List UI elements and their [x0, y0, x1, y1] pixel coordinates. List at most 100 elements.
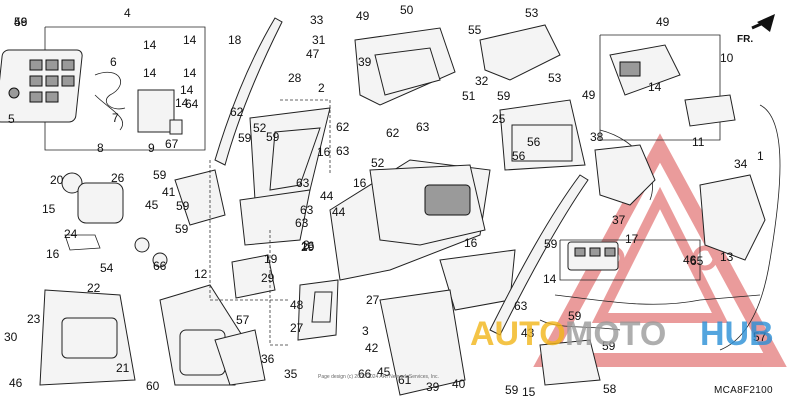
callout-66: 66 [358, 367, 372, 381]
callout-56: 56 [512, 149, 526, 163]
callout-18: 18 [228, 33, 242, 47]
cable [719, 104, 781, 351]
callout-63: 63 [416, 120, 430, 134]
callout-63: 63 [296, 176, 310, 190]
callout-4: 4 [124, 6, 131, 20]
callout-46: 46 [14, 15, 28, 29]
callout-56: 56 [527, 135, 541, 149]
callout-39: 39 [426, 380, 440, 394]
callout-5: 5 [8, 112, 15, 126]
callout-28: 28 [288, 71, 302, 85]
callout-35: 35 [284, 367, 298, 381]
callout-17: 17 [625, 232, 639, 246]
callout-29: 29 [261, 271, 275, 285]
callout-63: 63 [336, 144, 350, 158]
switch-panel [559, 239, 701, 281]
callout-60: 60 [146, 379, 160, 393]
watermark-moto: MOTO [565, 315, 666, 353]
callout-67: 67 [165, 137, 179, 151]
callout-62: 62 [230, 105, 244, 119]
callout-33: 33 [310, 13, 324, 27]
callout-20: 20 [50, 173, 64, 187]
callout-45: 45 [145, 198, 159, 212]
callout-54: 54 [100, 261, 114, 275]
front-direction-indicator: FR. [737, 14, 775, 45]
callout-9: 9 [148, 141, 155, 155]
callout-47: 47 [306, 47, 320, 61]
callout-25: 25 [492, 112, 506, 126]
right-fairing [489, 144, 766, 336]
callout-62: 62 [336, 120, 350, 134]
callout-46: 46 [9, 376, 23, 390]
callout-15: 15 [522, 385, 536, 399]
callout-59: 59 [266, 130, 280, 144]
callout-63: 63 [514, 299, 528, 313]
callout-14: 14 [180, 83, 194, 97]
instrument-panel-group [0, 26, 206, 151]
watermark-auto: AUTO [470, 315, 566, 353]
watermark-hub: HUB [700, 315, 774, 353]
callout-64: 64 [185, 97, 199, 111]
callout-3: 3 [303, 238, 310, 252]
direction-label: FR. [737, 34, 753, 45]
callout-16: 16 [46, 247, 60, 261]
callout-32: 32 [475, 74, 489, 88]
callout-24: 24 [64, 227, 78, 241]
callout-65: 65 [690, 254, 704, 268]
callout-14: 14 [175, 96, 189, 110]
callout-46: 46 [683, 253, 697, 267]
callout-3: 3 [362, 324, 369, 338]
copyright-notice: Page design (c) 2000-2024 ARI Network Se… [318, 374, 439, 380]
callout-44: 44 [332, 205, 346, 219]
callout-43: 43 [521, 326, 535, 340]
callout-61: 61 [398, 373, 412, 387]
callout-39: 39 [358, 55, 372, 69]
callout-40: 40 [452, 377, 466, 391]
callout-59: 59 [544, 237, 558, 251]
callout-16: 16 [317, 145, 331, 159]
callout-63: 63 [300, 203, 314, 217]
callout-37: 37 [612, 213, 626, 227]
callout-16: 16 [464, 236, 478, 250]
callout-22: 22 [87, 281, 101, 295]
callout-59: 59 [175, 222, 189, 236]
callout-6: 6 [110, 55, 117, 69]
callout-59: 59 [602, 339, 616, 353]
callout-45: 45 [377, 365, 391, 379]
callout-8: 8 [97, 141, 104, 155]
callout-14: 14 [143, 38, 157, 52]
callout-38: 38 [590, 130, 604, 144]
callout-14: 14 [183, 66, 197, 80]
callout-59: 59 [176, 199, 190, 213]
callout-58: 58 [603, 382, 617, 396]
callout-59: 59 [497, 89, 511, 103]
callout-55: 55 [468, 23, 482, 37]
callout-19: 19 [264, 252, 278, 266]
callout-66: 66 [153, 259, 167, 273]
center-cover-parts [239, 107, 516, 396]
callout-15: 15 [42, 202, 56, 216]
callout-12: 12 [194, 267, 208, 281]
side-rail-left [214, 17, 283, 166]
callout-57: 57 [753, 330, 767, 344]
callout-27: 27 [366, 293, 380, 307]
callout-16: 16 [301, 239, 315, 253]
callout-59: 59 [153, 168, 167, 182]
callout-16: 16 [353, 176, 367, 190]
callout-23: 23 [27, 312, 41, 326]
callout-57: 57 [236, 313, 250, 327]
callout-14: 14 [543, 272, 557, 286]
callout-21: 21 [116, 361, 130, 375]
callout-49: 49 [656, 15, 670, 29]
callout-1: 1 [757, 149, 764, 163]
callout-29: 29 [301, 240, 315, 254]
callout-59: 59 [238, 131, 252, 145]
callout-51: 51 [462, 89, 476, 103]
callout-63: 63 [295, 216, 309, 230]
callout-52: 52 [371, 156, 385, 170]
callout-14: 14 [143, 66, 157, 80]
callout-53: 53 [525, 6, 539, 20]
lower-right-box [539, 339, 601, 386]
